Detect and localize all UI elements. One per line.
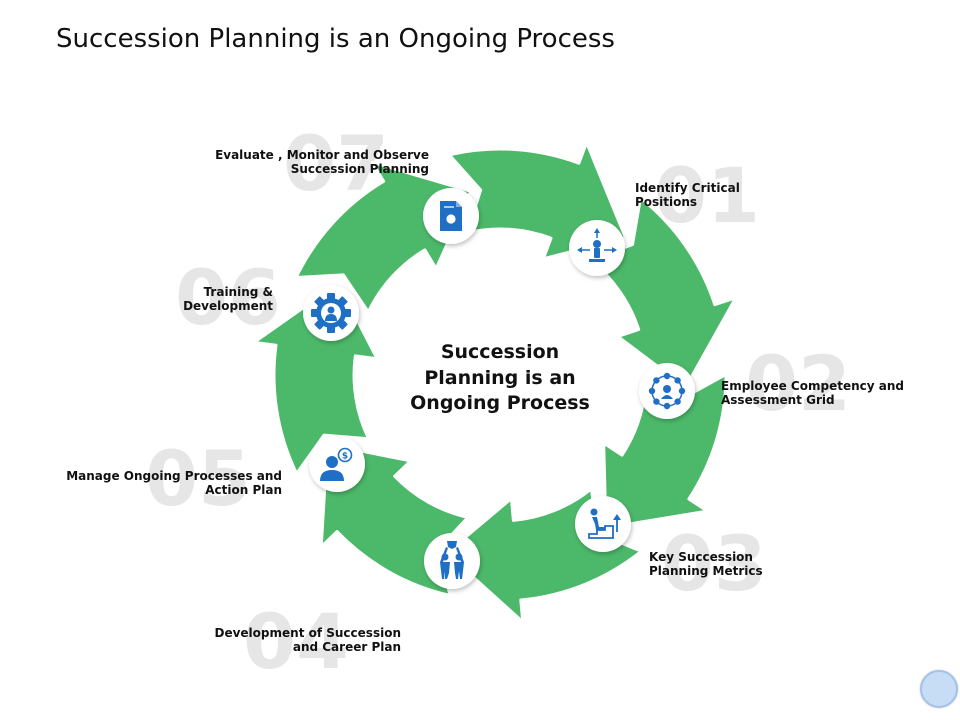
step-label-01: Identify Critical Positions — [635, 181, 740, 209]
arrow-segment-07 — [294, 160, 473, 314]
step-label-03: Key Succession Planning Metrics — [649, 550, 763, 578]
step-label-02: Employee Competency and Assessment Grid — [721, 379, 904, 407]
step-icon-01 — [569, 220, 625, 276]
step-label-05: Manage Ongoing Processes and Action Plan — [66, 469, 282, 497]
corner-nav-button[interactable] — [920, 670, 958, 708]
step-icon-06 — [303, 285, 359, 341]
slide-title: Succession Planning is an Ongoing Proces… — [56, 24, 615, 54]
step-icon-02 — [639, 363, 695, 419]
step-icon-03 — [575, 496, 631, 552]
step-label-04: Development of Succession and Career Pla… — [214, 626, 402, 654]
step-icon-05: $ — [309, 436, 365, 492]
step-number-01: 01 — [654, 151, 760, 240]
svg-text:$: $ — [342, 452, 348, 462]
step-icon-07 — [423, 188, 479, 244]
step-icon-04 — [424, 533, 480, 589]
step-number-06: 06 — [175, 253, 281, 342]
step-number-05: 05 — [145, 434, 251, 523]
step-label-06: Training & Development — [183, 285, 273, 313]
step-label-07: Evaluate , Monitor and Observe Successio… — [215, 148, 429, 176]
center-text: Succession Planning is an Ongoing Proces… — [410, 341, 590, 414]
step-number-02: 02 — [745, 339, 851, 428]
step-number-03: 03 — [661, 519, 767, 608]
step-number-04: 04 — [243, 597, 349, 686]
